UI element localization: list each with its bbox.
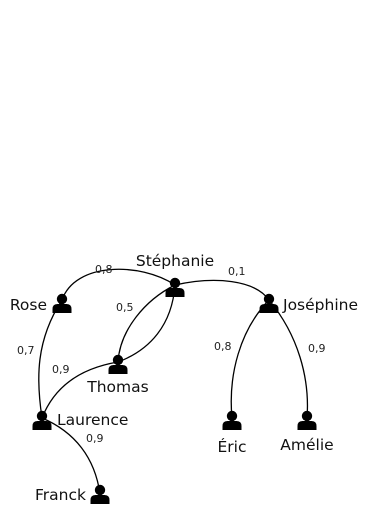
- edge-josephine-amelie: [268, 299, 309, 419]
- edge-stephanie-josephine: [174, 279, 270, 301]
- person-icon: [108, 354, 128, 374]
- node-label-laurence: Laurence: [57, 411, 128, 429]
- node-rose[interactable]: Rose: [10, 293, 72, 314]
- node-eric[interactable]: Éric: [218, 410, 247, 456]
- person-icon: [222, 410, 242, 430]
- edge-thomas-stephanie-right: [117, 284, 176, 363]
- node-franck[interactable]: Franck: [35, 484, 110, 504]
- weight-laurence-thomas: 0,9: [52, 363, 70, 376]
- node-label-rose: Rose: [10, 296, 47, 314]
- node-thomas[interactable]: Thomas: [86, 354, 149, 396]
- edge-laurence-franck: [41, 417, 101, 495]
- person-icon: [52, 293, 72, 313]
- weight-rose-stephanie: 0,8: [95, 263, 113, 276]
- weight-josephine-eric: 0,8: [214, 340, 232, 353]
- edge-rose-stephanie: [61, 268, 176, 301]
- node-label-eric: Éric: [218, 437, 247, 456]
- person-icon: [297, 410, 317, 430]
- node-label-thomas: Thomas: [86, 378, 148, 396]
- node-amelie[interactable]: Amélie: [280, 410, 334, 454]
- weight-stephanie-josephine: 0,1: [228, 265, 246, 278]
- person-icon: [90, 484, 110, 504]
- node-josephine[interactable]: Joséphine: [259, 293, 359, 314]
- node-laurence[interactable]: Laurence: [32, 410, 129, 430]
- edge-thomas-stephanie-left: [117, 284, 176, 363]
- weight-rose-laurence: 0,7: [17, 344, 35, 357]
- node-stephanie[interactable]: Stéphanie: [136, 252, 214, 297]
- node-label-amelie: Amélie: [280, 436, 333, 454]
- node-label-franck: Franck: [35, 486, 86, 504]
- weight-thomas-stephanie: 0,5: [116, 301, 134, 314]
- person-icon: [259, 293, 279, 313]
- node-label-stephanie: Stéphanie: [136, 252, 214, 270]
- node-label-josephine: Joséphine: [282, 296, 358, 314]
- edge-rose-laurence: [38, 299, 63, 419]
- edge-josephine-eric: [230, 299, 270, 419]
- weight-josephine-amelie: 0,9: [308, 342, 326, 355]
- edge-laurence-thomas: [41, 361, 119, 419]
- weight-laurence-franck: 0,9: [86, 432, 104, 445]
